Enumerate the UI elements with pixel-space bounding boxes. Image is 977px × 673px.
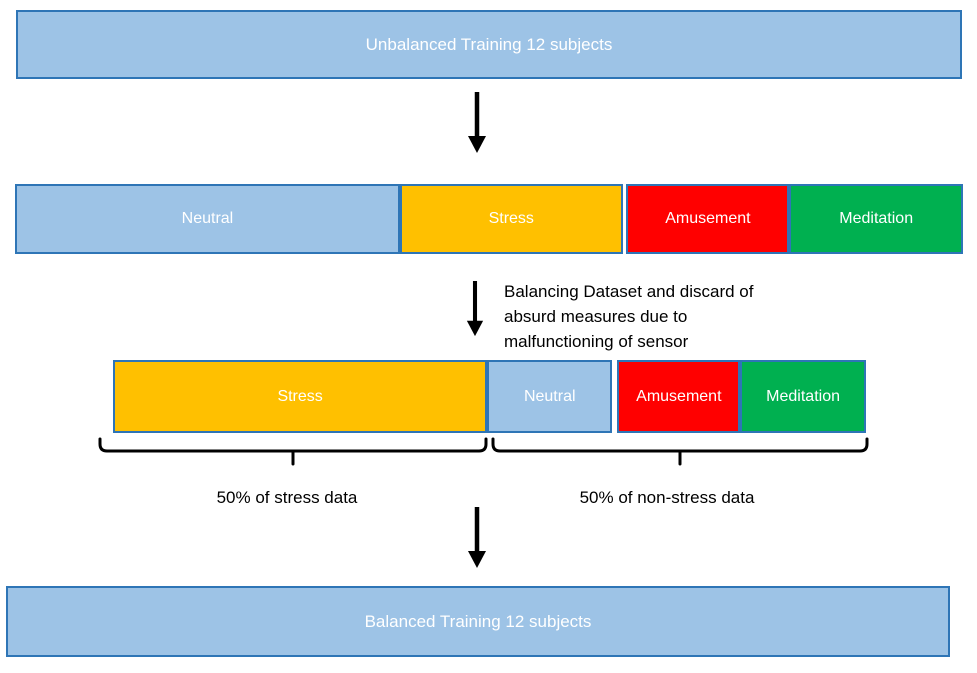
segment-label: Neutral xyxy=(181,210,234,227)
segment-label: Stress xyxy=(488,210,534,227)
unbalanced-training-bar: Unbalanced Training 12 subjects xyxy=(16,10,962,79)
segment-stress: Stress xyxy=(399,184,623,254)
segment-amusement: Amusement xyxy=(626,184,790,254)
balancing-note-line: Balancing Dataset and discard of xyxy=(504,282,754,301)
down-arrow-icon xyxy=(468,92,486,153)
non-stress-half-label: 50% of non-stress data xyxy=(579,488,755,507)
segment-amusement: Amusement xyxy=(617,360,741,433)
stress-half-label: 50% of stress data xyxy=(216,488,358,507)
balancing-note-line: malfunctioning of sensor xyxy=(504,332,689,351)
segment-neutral: Neutral xyxy=(487,360,613,433)
segment-stress: Stress xyxy=(113,360,488,433)
segment-label: Meditation xyxy=(839,210,914,227)
balancing-note-line: absurd measures due to xyxy=(504,307,688,326)
balanced-training-label: Balanced Training 12 subjects xyxy=(364,611,592,631)
balancing-note: Balancing Dataset and discard of absurd m… xyxy=(504,279,824,354)
segment-neutral: Neutral xyxy=(15,184,400,254)
balanced-training-bar: Balanced Training 12 subjects xyxy=(6,586,950,657)
segment-meditation: Meditation xyxy=(740,360,866,433)
segment-label: Neutral xyxy=(523,387,576,405)
segment-label: Meditation xyxy=(766,387,840,405)
segment-label: Amusement xyxy=(636,387,722,405)
unbalanced-distribution-row: Neutral Stress Amusement Meditation xyxy=(15,184,963,254)
balanced-distribution-row: Stress Neutral Amusement Meditation xyxy=(113,360,866,433)
segment-meditation: Meditation xyxy=(789,184,963,254)
left-brace-icon xyxy=(98,437,488,466)
down-arrow-icon xyxy=(466,281,484,337)
unbalanced-training-label: Unbalanced Training 12 subjects xyxy=(365,34,613,54)
right-brace-icon xyxy=(491,437,869,466)
down-arrow-icon xyxy=(468,507,486,568)
segment-label: Amusement xyxy=(665,210,751,227)
segment-label: Stress xyxy=(277,387,323,405)
